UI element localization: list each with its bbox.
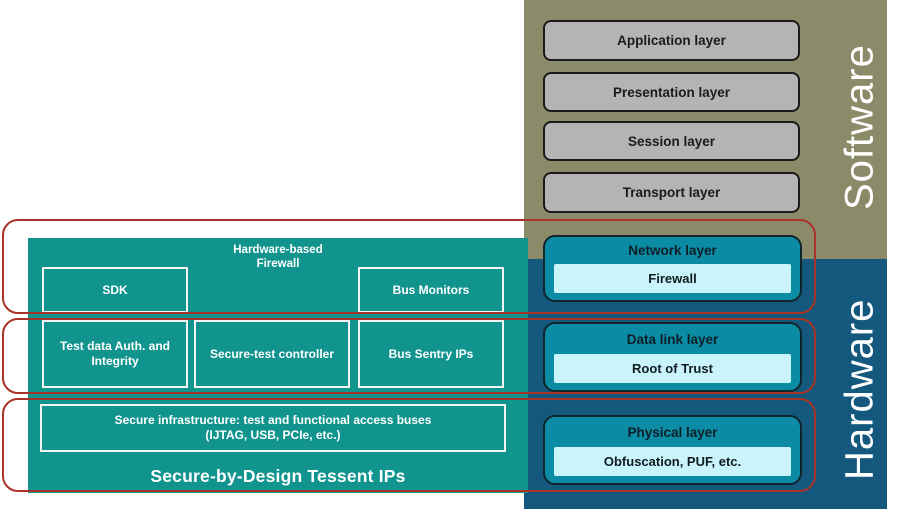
data-link-layer-title: Data link layer bbox=[626, 331, 719, 347]
bus-sentry-ips-box: Bus Sentry IPs bbox=[358, 320, 504, 388]
bus-monitors-box: Bus Monitors bbox=[358, 267, 504, 313]
osi-layer-application: Application layer bbox=[543, 20, 800, 61]
test-data-auth-integrity-box: Test data Auth. and Integrity bbox=[42, 320, 188, 388]
tessent-box-title: Secure-by-Design Tessent IPs bbox=[150, 466, 406, 486]
hardware-based-firewall-line2: Firewall bbox=[256, 257, 300, 270]
osi-layer-physical: Physical layer Obfuscation, PUF, etc. bbox=[543, 415, 802, 485]
physical-security-ip-obfuscation: Obfuscation, PUF, etc. bbox=[554, 447, 791, 476]
hardware-column-label: Hardware bbox=[837, 298, 882, 480]
secure-infrastructure-line1: Secure infrastructure: test and function… bbox=[114, 413, 432, 427]
tessent-ips-container: Hardware-based Firewall SDK Bus Monitors… bbox=[28, 238, 528, 493]
software-column-label: Software bbox=[837, 44, 882, 210]
physical-layer-title: Physical layer bbox=[627, 424, 718, 440]
hardware-based-firewall-line1: Hardware-based bbox=[233, 244, 323, 256]
osi-layer-presentation: Presentation layer bbox=[543, 72, 800, 112]
osi-layer-transport: Transport layer bbox=[543, 172, 800, 213]
data-link-security-ip-root-of-trust: Root of Trust bbox=[554, 354, 791, 383]
sdk-box: SDK bbox=[42, 267, 188, 313]
hardware-based-firewall-label: Hardware-based Firewall bbox=[28, 244, 528, 272]
secure-infrastructure-box: Secure infrastructure: test and function… bbox=[40, 404, 506, 452]
secure-test-controller-box: Secure-test controller bbox=[194, 320, 350, 388]
osi-layer-session: Session layer bbox=[543, 121, 800, 161]
secure-infrastructure-line2: (IJTAG, USB, PCIe, etc.) bbox=[205, 428, 341, 442]
network-layer-title: Network layer bbox=[628, 243, 717, 258]
osi-layer-network: Network layer Firewall bbox=[543, 235, 802, 302]
network-security-ip-firewall: Firewall bbox=[554, 264, 791, 293]
osi-layer-data-link: Data link layer Root of Trust bbox=[543, 322, 802, 392]
